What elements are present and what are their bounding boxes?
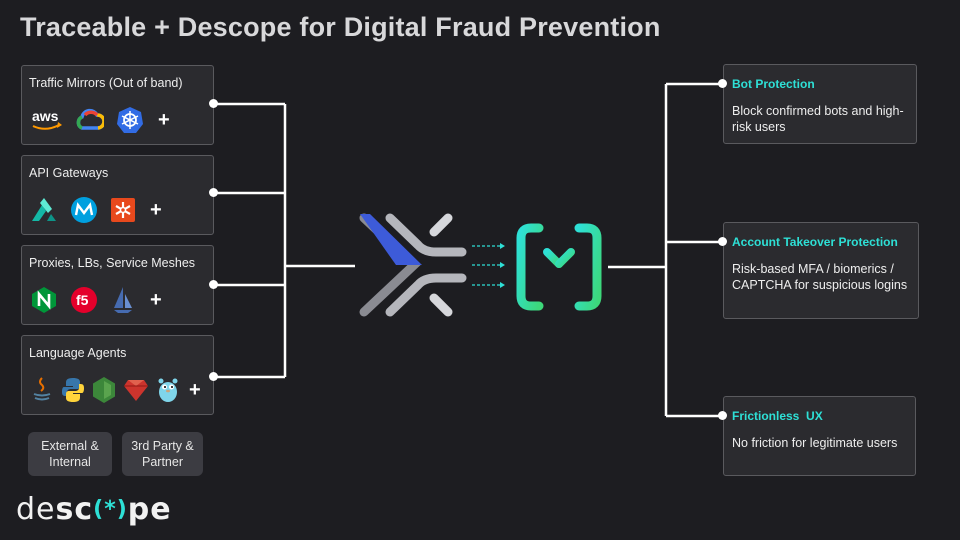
ruby-icon (124, 380, 148, 401)
connector-dot (718, 79, 727, 88)
google-cloud-icon (76, 108, 104, 130)
connector-dot (209, 372, 218, 381)
icon-row: + (30, 196, 162, 224)
output-box-bot-protection: Bot Protection Block confirmed bots and … (723, 64, 917, 144)
plus-icon: + (189, 379, 201, 401)
f5-icon: f5 (71, 287, 97, 313)
connector-dot (209, 99, 218, 108)
go-gopher-icon (158, 378, 178, 402)
plus-icon: + (158, 109, 170, 131)
output-box-frictionless-ux: Frictionless UX No friction for legitima… (723, 396, 916, 476)
icon-row: f5 + (30, 286, 162, 314)
java-icon (33, 377, 51, 401)
tag-third-party-partner: 3rd Party & Partner (122, 432, 203, 476)
logo-prefix: de (16, 492, 56, 527)
nodejs-icon (93, 377, 115, 403)
traceable-logo-icon (359, 213, 467, 317)
kong-icon (32, 198, 56, 221)
source-label: API Gateways (29, 166, 109, 180)
source-box-traffic-mirrors: Traffic Mirrors (Out of band) aws + (21, 65, 214, 145)
output-desc: Block confirmed bots and high-risk users (732, 104, 904, 134)
source-box-language-agents: Language Agents + (21, 335, 214, 415)
descope-logo-icon (516, 223, 602, 311)
python-icon (62, 378, 84, 402)
descope-wordmark: desc(*)pe (16, 492, 172, 527)
source-box-proxies: Proxies, LBs, Service Meshes f5 + (21, 245, 214, 325)
aws-icon: aws (32, 108, 62, 130)
output-title: Frictionless UX (732, 409, 823, 423)
nginx-icon (32, 287, 56, 313)
tag-external-internal: External & Internal (28, 432, 112, 476)
kubernetes-icon (117, 107, 143, 133)
output-title: Account Takeover Protection (732, 235, 898, 249)
logo-suffix: pe (127, 492, 172, 527)
source-label: Traffic Mirrors (Out of band) (29, 76, 183, 90)
connector-dot (718, 411, 727, 420)
logo-star: (*) (93, 497, 128, 522)
mulesoft-icon (71, 197, 97, 223)
output-desc: No friction for legitimate users (732, 436, 898, 450)
aws-icon-text: aws (32, 108, 59, 124)
svg-text:f5: f5 (76, 292, 89, 308)
output-title: Bot Protection (732, 77, 815, 91)
icon-row: + (30, 376, 201, 404)
istio-icon (114, 287, 132, 313)
plus-icon: + (150, 289, 162, 311)
source-label: Language Agents (29, 346, 127, 360)
source-label: Proxies, LBs, Service Meshes (29, 256, 196, 270)
logo-bold: sc (55, 492, 94, 527)
plus-icon: + (150, 199, 162, 221)
connector-dot (209, 188, 218, 197)
apigee-icon (111, 198, 135, 222)
output-box-account-takeover: Account Takeover Protection Risk-based M… (723, 222, 919, 319)
connector-dot (209, 280, 218, 289)
page-title: Traceable + Descope for Digital Fraud Pr… (20, 12, 661, 42)
output-desc: Risk-based MFA / biomerics / CAPTCHA for… (732, 262, 908, 292)
source-box-api-gateways: API Gateways + (21, 155, 214, 235)
connector-dot (718, 237, 727, 246)
icon-row: aws + (30, 106, 170, 134)
